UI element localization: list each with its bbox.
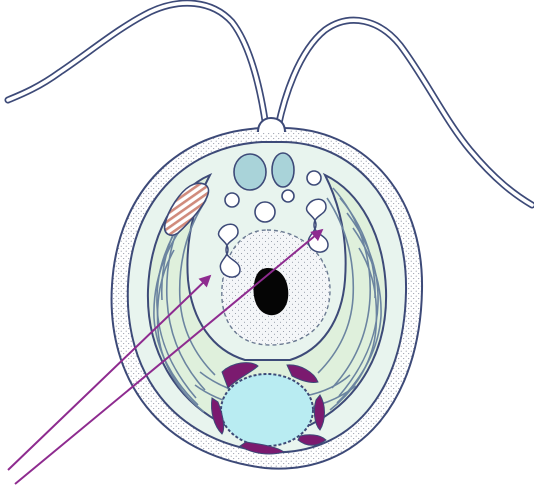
- pyrenoid: [221, 374, 313, 446]
- left-flagellum: [8, 3, 268, 143]
